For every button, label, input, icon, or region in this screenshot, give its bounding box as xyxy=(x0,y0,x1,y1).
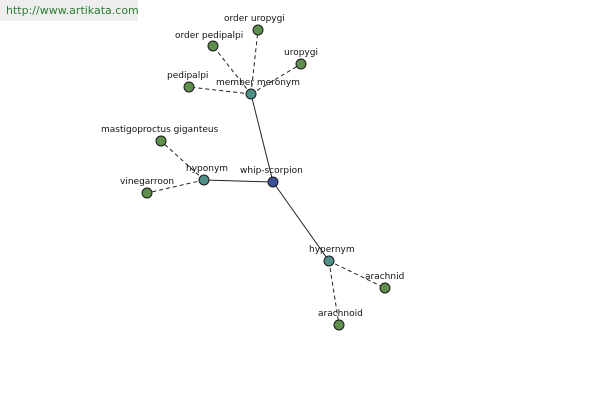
label-order-pedipalpi: order pedipalpi xyxy=(175,31,243,41)
node-order-uropygi[interactable] xyxy=(252,24,264,36)
watermark-url: http://www.artikata.com xyxy=(0,0,139,21)
label-hyponym: hyponym xyxy=(186,164,228,174)
node-member-meronym[interactable] xyxy=(245,88,257,100)
node-hypernym[interactable] xyxy=(323,255,335,267)
node-whip-scorpion[interactable] xyxy=(267,176,279,188)
label-pedipalpi: pedipalpi xyxy=(167,71,208,81)
node-arachnoid[interactable] xyxy=(333,319,345,331)
edge-center-hypernym xyxy=(272,181,330,262)
node-arachnid[interactable] xyxy=(379,282,391,294)
label-uropygi: uropygi xyxy=(284,48,318,58)
label-vinegarroon: vinegarroon xyxy=(120,177,174,187)
edge-hyponym-vinegarroon xyxy=(146,179,205,194)
edge-meronym-order-uropygi xyxy=(250,29,259,95)
label-whip-scorpion: whip-scorpion xyxy=(240,166,303,176)
edge-hypernym-arachnid xyxy=(328,260,386,289)
node-uropygi[interactable] xyxy=(295,58,307,70)
label-arachnid: arachnid xyxy=(365,272,404,282)
label-arachnoid: arachnoid xyxy=(318,309,363,319)
label-member-meronym: member meronym xyxy=(216,78,300,88)
node-vinegarroon[interactable] xyxy=(141,187,153,199)
edge-center-member-meronym xyxy=(250,93,274,183)
edge-hypernym-arachnoid xyxy=(328,260,340,326)
label-hypernym: hypernym xyxy=(309,245,355,255)
node-pedipalpi[interactable] xyxy=(183,81,195,93)
edge-hyponym-mastigoproctus xyxy=(160,140,205,181)
edge-meronym-uropygi xyxy=(250,63,302,95)
node-hyponym[interactable] xyxy=(198,174,210,186)
label-order-uropygi: order uropygi xyxy=(224,14,285,24)
edge-center-hyponym xyxy=(203,179,274,183)
edge-meronym-order-pedipalpi xyxy=(212,45,252,95)
edge-meronym-pedipalpi xyxy=(188,86,252,95)
node-order-pedipalpi[interactable] xyxy=(207,40,219,52)
label-mastigoproctus-giganteus: mastigoproctus giganteus xyxy=(101,125,219,135)
node-mastigoproctus-giganteus[interactable] xyxy=(155,135,167,147)
